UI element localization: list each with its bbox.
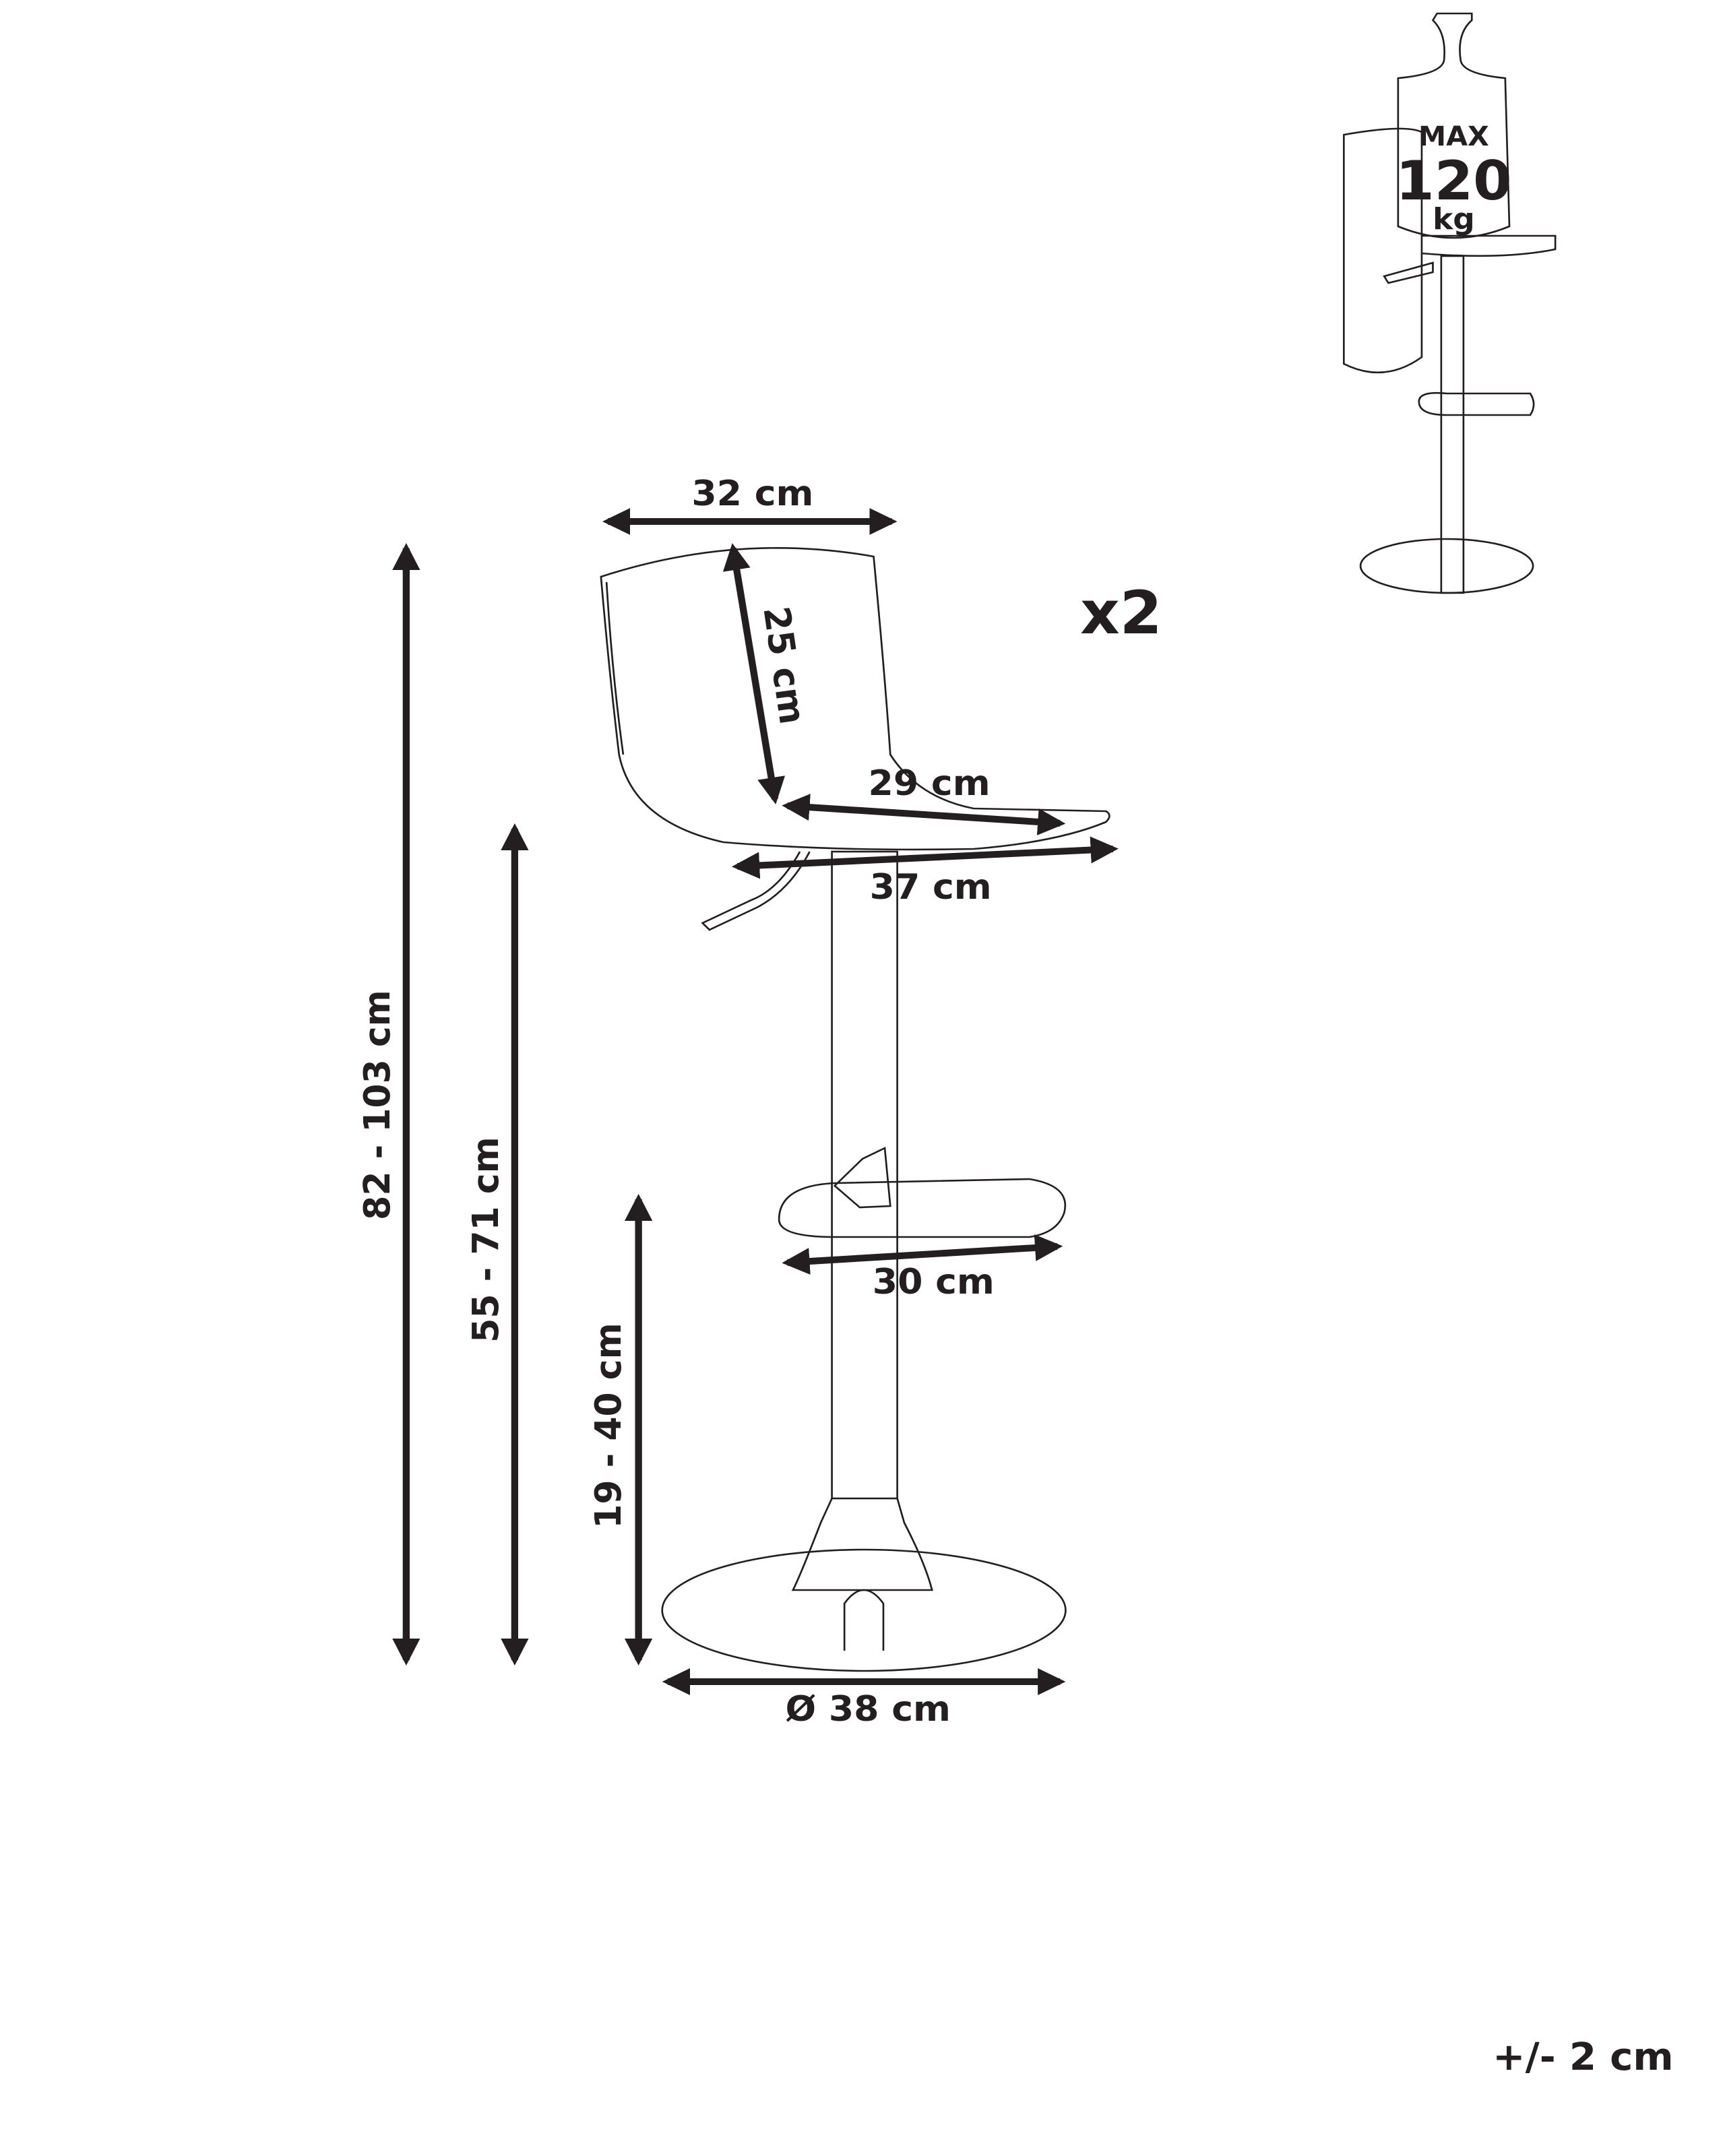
seat-height-label: 55 - 71 cm xyxy=(465,1137,507,1343)
max-load-value: 120 xyxy=(1395,150,1511,212)
quantity-label: x2 xyxy=(1080,579,1162,647)
dimension-arrows xyxy=(392,508,1119,1695)
max-load-line1: MAX xyxy=(1418,121,1489,152)
base-diameter-label: Ø 38 cm xyxy=(786,1689,951,1730)
max-load-weight-icon: MAX 120 kg xyxy=(1342,12,1557,594)
footrest-height-label: 19 - 40 cm xyxy=(588,1323,629,1529)
footrest-width-label: 30 cm xyxy=(873,1262,995,1302)
seat-width-label: 37 cm xyxy=(870,867,992,908)
backrest-height-label: 25 cm xyxy=(755,604,813,727)
backrest-width-label: 32 cm xyxy=(691,474,813,514)
stool-illustration xyxy=(600,547,1110,1672)
max-load-unit: kg xyxy=(1433,201,1475,236)
total-height-label: 82 - 103 cm xyxy=(356,990,398,1220)
tolerance-label: +/- 2 cm xyxy=(1493,2035,1674,2079)
seat-depth-label: 29 cm xyxy=(869,763,991,804)
